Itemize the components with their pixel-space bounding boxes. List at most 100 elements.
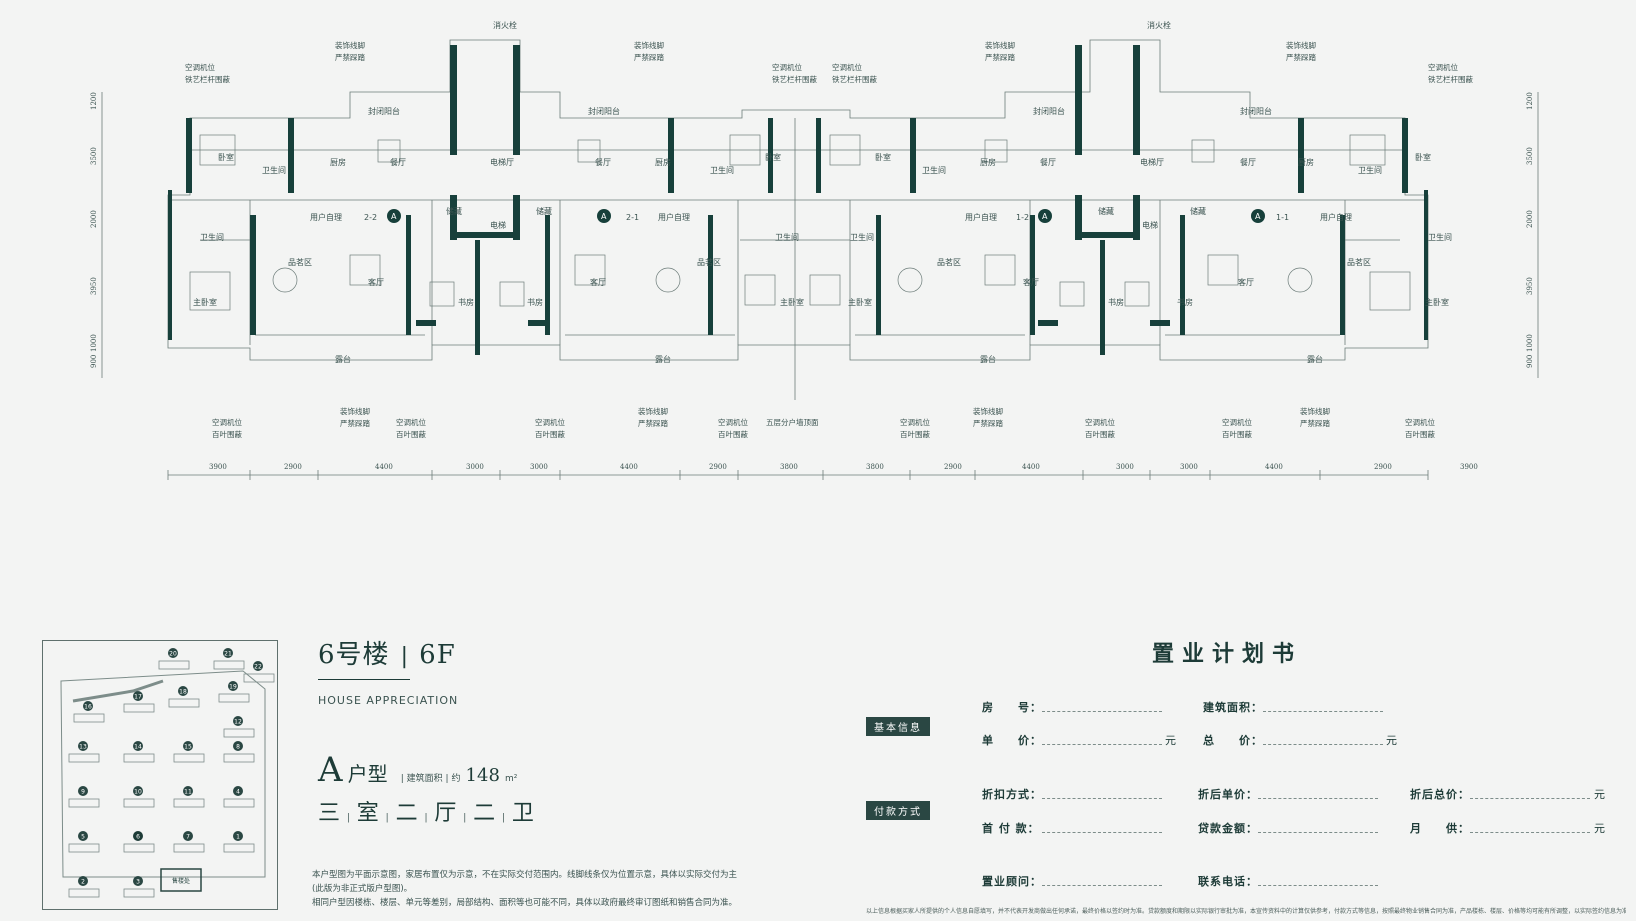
total-price-field[interactable]: [1263, 732, 1383, 745]
building-block: [68, 798, 100, 808]
storage-label: 储藏: [536, 206, 552, 216]
furniture: [189, 134, 1411, 311]
building-number-label: 9: [81, 789, 85, 796]
bath-word: 卫: [511, 801, 536, 826]
down-payment-field[interactable]: [1042, 820, 1162, 833]
discount-method-field[interactable]: [1042, 786, 1162, 799]
tea-area-label: 品茗区: [288, 257, 312, 267]
master-bedroom-label: 主卧室: [780, 297, 804, 307]
ac-unit-annotation: 空调机位: [1428, 62, 1458, 72]
dimension-label: 1200: [90, 92, 98, 110]
louver-annotation: 百叶围蔽: [212, 429, 242, 439]
built-area-field[interactable]: [1263, 699, 1383, 712]
dimension-label: 2900: [709, 463, 727, 471]
decor-line-annotation: 装饰线脚: [340, 406, 370, 416]
decor-line-annotation: 装饰线脚: [1286, 40, 1316, 50]
discounted-total-label: 折后总价：: [1410, 788, 1470, 801]
closed-balcony-label: 封闭阳台: [1033, 106, 1065, 116]
building-number-label: 8: [236, 744, 240, 751]
room-no-field[interactable]: [1042, 699, 1162, 712]
yuan-unit: 元: [1165, 734, 1176, 747]
discounted-unit-field[interactable]: [1258, 786, 1378, 799]
ac-unit-annotation: 空调机位: [900, 417, 930, 427]
building-block: [158, 660, 190, 670]
dimension-label: 3900: [209, 463, 227, 471]
form-disclaimer: 以上信息根据买家人所提供的个人信息自愿填写，并不代表开发商做出任何承诺，最终价格…: [866, 908, 1626, 915]
building-marker: [133, 741, 143, 751]
terrace-label: 露台: [1307, 354, 1323, 364]
bedroom-label: 卧室: [765, 152, 781, 162]
building-marker: [178, 686, 188, 696]
building-block: [123, 753, 155, 763]
total-price-label: 总 价：: [1203, 734, 1263, 747]
ac-unit-annotation: 空调机位: [772, 62, 802, 72]
building-block: [68, 843, 100, 853]
decor-line-annotation: 装饰线脚: [634, 40, 664, 50]
monthly-payment-field[interactable]: [1470, 820, 1590, 833]
building-block: [168, 698, 200, 708]
dimension-label: 900: [90, 355, 98, 368]
annotations-bottom: 空调机位 百叶围蔽 装饰线脚 严禁踩踏 空调机位 百叶围蔽 空调机位 百叶围蔽 …: [212, 406, 1435, 439]
no-step-annotation: 严禁踩踏: [335, 52, 365, 62]
fire-hydrant-label: 消火栓: [1147, 20, 1171, 30]
building-block: [173, 798, 205, 808]
basic-info-tag: 基本信息: [866, 717, 930, 736]
phone-label: 联系电话：: [1198, 875, 1258, 888]
decor-line-annotation: 装饰线脚: [335, 40, 365, 50]
elevator-hall-label: 电梯厅: [490, 157, 514, 167]
louver-annotation: 百叶围蔽: [535, 429, 565, 439]
discount-method-label: 折扣方式：: [982, 788, 1042, 801]
elevator-label: 电梯: [1142, 220, 1158, 230]
master-bedroom-label: 主卧室: [848, 297, 872, 307]
building-marker: [78, 786, 88, 796]
advisor-label: 置业顾问：: [982, 875, 1042, 888]
master-bedroom-label: 主卧室: [193, 297, 217, 307]
title-divider: [318, 679, 410, 680]
building-number-label: 10: [134, 789, 142, 796]
monthly-payment-label: 月 供：: [1410, 822, 1470, 835]
dimension-label: 3950: [1526, 277, 1534, 295]
room-labels: 消火栓 消火栓 封闭阳台 封闭阳台 封闭阳台 封闭阳台 卧室 卧室 卧室 卧室 …: [193, 20, 1452, 364]
title-separator: |: [400, 644, 409, 669]
no-step-annotation: 严禁踩踏: [985, 52, 1015, 62]
fifth-floor-roof-annotation: 五层分户墙顶面: [766, 417, 819, 427]
elevator-hall-label: 电梯厅: [1140, 157, 1164, 167]
down-payment-label: 首 付 款：: [982, 822, 1040, 835]
louver-annotation: 百叶围蔽: [396, 429, 426, 439]
area-unit: m²: [505, 774, 518, 784]
building-title: 6号楼 | 6F: [318, 634, 458, 671]
bathroom-label: 卫生间: [262, 165, 286, 175]
dining-label: 餐厅: [595, 158, 611, 167]
note-line: 本户型图为平面示意图，家居布置仅为示意，不在实际交付范围内。线脚线条仅为位置示意…: [312, 870, 738, 880]
tea-area-label: 品茗区: [697, 257, 721, 267]
building-number-label: 11: [184, 789, 192, 796]
type-badge: A: [391, 212, 397, 221]
building-block: [68, 753, 100, 763]
dimension-line-bottom: [167, 470, 1429, 480]
advisor-field[interactable]: [1042, 873, 1162, 886]
unit-price-field[interactable]: [1042, 732, 1162, 745]
phone-field[interactable]: [1258, 873, 1378, 886]
discounted-total-field[interactable]: [1470, 786, 1590, 799]
loan-amount-field[interactable]: [1258, 820, 1378, 833]
master-bedroom-label: 主卧室: [1425, 297, 1449, 307]
room-count: 三: [318, 801, 343, 826]
tea-area-label: 品茗区: [937, 257, 961, 267]
building-block: [223, 753, 255, 763]
louver-annotation: 百叶围蔽: [900, 429, 930, 439]
dimension-label: 2000: [1526, 210, 1534, 228]
built-area-label: 建筑面积：: [1203, 701, 1263, 714]
building-block: [68, 888, 100, 898]
type-letter: A: [318, 750, 343, 790]
building-marker: [78, 741, 88, 751]
room-config: 三 | 室 | 二 | 厅 | 二 | 卫: [318, 801, 536, 826]
building-number-label: 17: [134, 694, 142, 701]
closed-balcony-label: 封闭阳台: [1240, 106, 1272, 116]
building-number-label: 13: [79, 744, 87, 751]
plan-outline: [167, 39, 1429, 400]
study-label: 书房: [1108, 297, 1124, 307]
dimension-label: 3800: [866, 463, 884, 471]
closed-balcony-label: 封闭阳台: [368, 106, 400, 116]
